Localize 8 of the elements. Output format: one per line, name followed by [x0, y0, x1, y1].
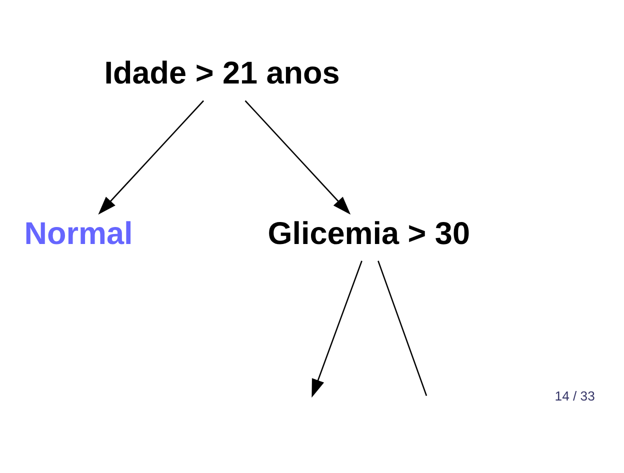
label: 14 / 33	[554, 388, 595, 403]
node-text: Glicemia > 30	[268, 214, 470, 250]
arrow	[312, 260, 362, 398]
node-text: Normal	[24, 214, 133, 250]
connector	[378, 260, 428, 396]
arrow	[244, 100, 351, 214]
node-text: Idade > 21 anos	[104, 54, 340, 90]
arrow	[98, 100, 204, 214]
